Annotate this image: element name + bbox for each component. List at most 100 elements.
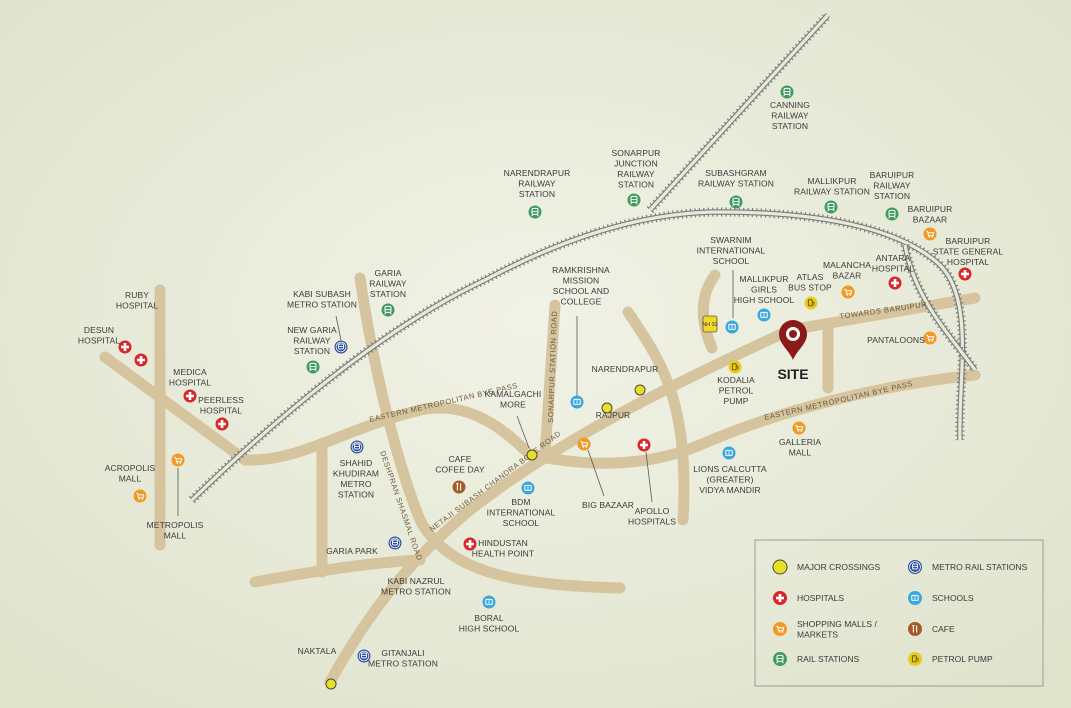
hospital-icon	[215, 417, 229, 431]
poi-naktala[interactable]: NAKTALA	[298, 646, 337, 690]
poi-pantaloons[interactable]: PANTALOONS	[867, 331, 937, 346]
mall-icon	[792, 421, 806, 435]
school-icon	[908, 591, 922, 605]
leader-line	[645, 451, 653, 503]
poi-rajpur[interactable]: RAJPUR	[596, 402, 631, 420]
poi-label: PANTALOONS	[867, 335, 925, 345]
nh32-label: NH 32	[702, 322, 718, 328]
poi-big-bazaar[interactable]: BIG BAZAAR	[577, 437, 635, 511]
mall-icon	[841, 285, 855, 299]
petrol-icon	[908, 652, 922, 666]
mall-icon	[773, 622, 787, 636]
leader-line	[516, 415, 530, 449]
legend-label: SCHOOLS	[932, 593, 974, 603]
legend-label: SHOPPING MALLS /MARKETS	[797, 619, 877, 640]
legend-label: CAFE	[932, 624, 955, 634]
school-icon	[482, 595, 496, 609]
mall-icon	[133, 489, 147, 503]
railway-main-curve	[188, 207, 967, 504]
legend-item-mall: SHOPPING MALLS /MARKETS	[773, 619, 877, 640]
rail-station-icon	[885, 207, 899, 221]
poi-garia-park[interactable]: GARIA PARK	[326, 546, 378, 556]
road-eastern-bypass-west	[239, 402, 536, 466]
legend-item-metro: METRO RAIL STATIONS	[908, 560, 1028, 574]
road-nh32	[697, 269, 721, 354]
poi-lions[interactable]: LIONS CALCUTTA(GREATER)VIDYA MANDIR	[693, 446, 767, 496]
major-crossing-icon	[601, 402, 613, 414]
poi-narendrapur[interactable]: NARENDRAPUR	[592, 364, 659, 396]
hospital-icon	[118, 340, 132, 354]
metro-icon	[388, 536, 402, 550]
poi-label: LIONS CALCUTTA(GREATER)VIDYA MANDIR	[693, 464, 767, 495]
poi-label: NAKTALA	[298, 646, 337, 656]
metro-icon	[350, 440, 364, 454]
rail-station-icon	[773, 652, 787, 666]
road-garia-park	[249, 554, 426, 588]
road-nsc-bose	[324, 292, 981, 688]
metro-icon	[357, 649, 371, 663]
road-deshpran	[354, 272, 626, 594]
major-crossing-icon	[772, 559, 788, 575]
petrol-icon	[728, 360, 742, 374]
poi-label: GARIA PARK	[326, 546, 378, 556]
metro-icon	[908, 560, 922, 574]
site-marker[interactable]: SITE	[777, 320, 809, 382]
legend-item-hospital: HOSPITALS	[773, 591, 844, 605]
legend-label: RAIL STATIONS	[797, 654, 860, 664]
rail-station-icon	[381, 303, 395, 317]
